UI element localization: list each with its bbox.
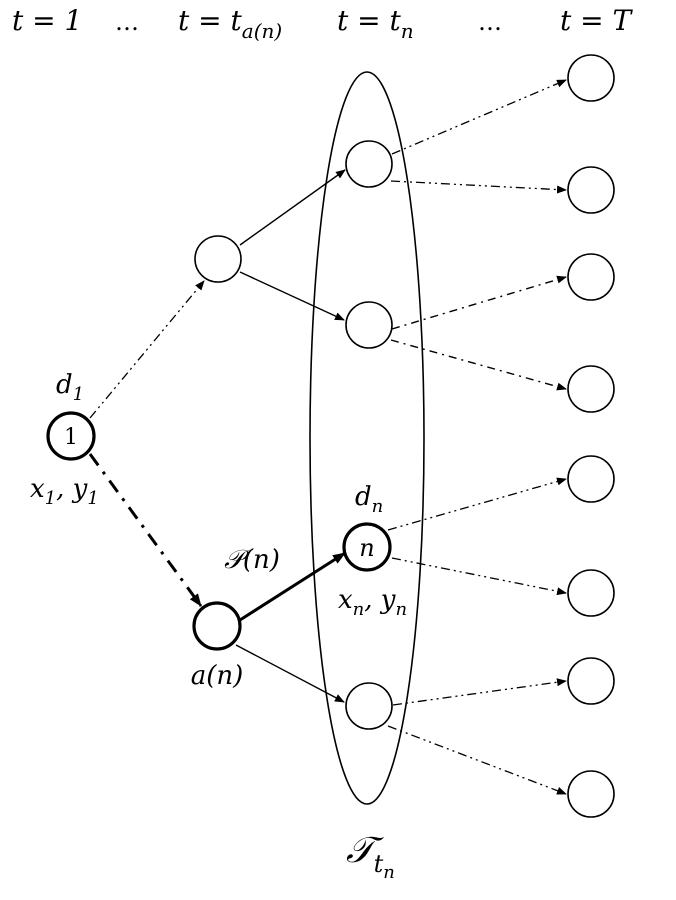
stage-set-subsub: n: [383, 862, 395, 883]
root-decision-label: x1, y1: [30, 474, 99, 509]
tree-nodes: [46, 54, 615, 818]
edge-c1-leaf1: [391, 79, 567, 155]
ancestor-node: [192, 601, 242, 651]
root-demand-label: d1: [56, 370, 84, 405]
edge-root-to-upper: [89, 280, 205, 419]
header-t-n: t = tn: [337, 4, 414, 43]
node-n-decision-label: xn, yn: [338, 585, 407, 620]
child-node-2: [345, 301, 393, 349]
stage-set-ellipse: [309, 71, 425, 805]
leaf-node-4: [567, 365, 615, 413]
node-n-decision-x-sub: n: [353, 599, 365, 620]
edge-c2-leaf4: [390, 339, 567, 391]
header-t-n-sub: n: [401, 19, 414, 43]
edge-ancestor-to-child4: [235, 644, 345, 703]
leaf-node-1: [567, 54, 615, 102]
leaf-node-8: [567, 770, 615, 818]
ancestor-label: a(n): [191, 661, 244, 691]
node-n-decision-x: x: [338, 585, 353, 615]
leaf-node-2: [567, 166, 615, 214]
root-decision-x-sub: 1: [45, 488, 56, 509]
header-t-n-base: t = t: [337, 4, 402, 37]
time-header: t = 1 … t = ta(n) t = tn … t = T: [12, 4, 634, 43]
leaf-node-5: [567, 455, 615, 503]
edge-upper-to-child2: [239, 271, 345, 321]
node-n-label: n: [359, 534, 374, 562]
edge-root-to-ancestor: [88, 453, 203, 607]
node-n-demand-sub: n: [372, 496, 384, 517]
root-node: [46, 411, 96, 461]
header-t1: t = 1: [12, 4, 82, 37]
header-t-ancestor-base: t = t: [178, 4, 243, 37]
edge-c1-leaf2: [390, 180, 567, 194]
upper-branch-node: [194, 235, 242, 283]
edge-upper-to-child1: [239, 169, 346, 246]
node-n-demand-base: d: [355, 482, 372, 512]
tree-edges: [88, 79, 567, 795]
path-label: 𝒫(n): [224, 545, 280, 575]
root-demand-base: d: [56, 370, 73, 400]
stage-set-sub: t: [374, 850, 384, 878]
leaf-node-3: [567, 253, 615, 301]
edge-c4-leaf8: [387, 725, 567, 795]
child-node-1: [345, 140, 393, 188]
stage-set-label: 𝒯tn: [346, 830, 395, 883]
header-t-T: t = T: [560, 4, 634, 37]
edge-c4-leaf7: [392, 678, 567, 706]
root-node-label: 1: [64, 425, 78, 450]
header-t-ancestor: t = ta(n): [178, 4, 282, 43]
edge-n-leaf5: [387, 477, 567, 531]
header-dots-left: …: [115, 8, 139, 36]
root-decision-y-sub: 1: [87, 488, 98, 509]
leaf-node-6: [567, 569, 615, 617]
edge-n-leaf6: [391, 557, 567, 596]
header-dots-right: …: [478, 8, 502, 36]
node-n-demand-label: dn: [355, 482, 383, 517]
root-decision-y: , y: [56, 474, 88, 504]
edge-c2-leaf3: [391, 275, 567, 330]
root-demand-sub: 1: [73, 384, 84, 405]
node-n: [342, 522, 392, 572]
header-t-ancestor-sub: a(n): [242, 19, 282, 43]
node-n-decision-y: , y: [364, 585, 396, 615]
root-decision-x: x: [30, 474, 45, 504]
leaf-node-7: [567, 657, 615, 705]
edge-ancestor-to-n: [239, 551, 346, 622]
child-node-4: [345, 682, 393, 730]
node-n-decision-y-sub: n: [395, 599, 407, 620]
